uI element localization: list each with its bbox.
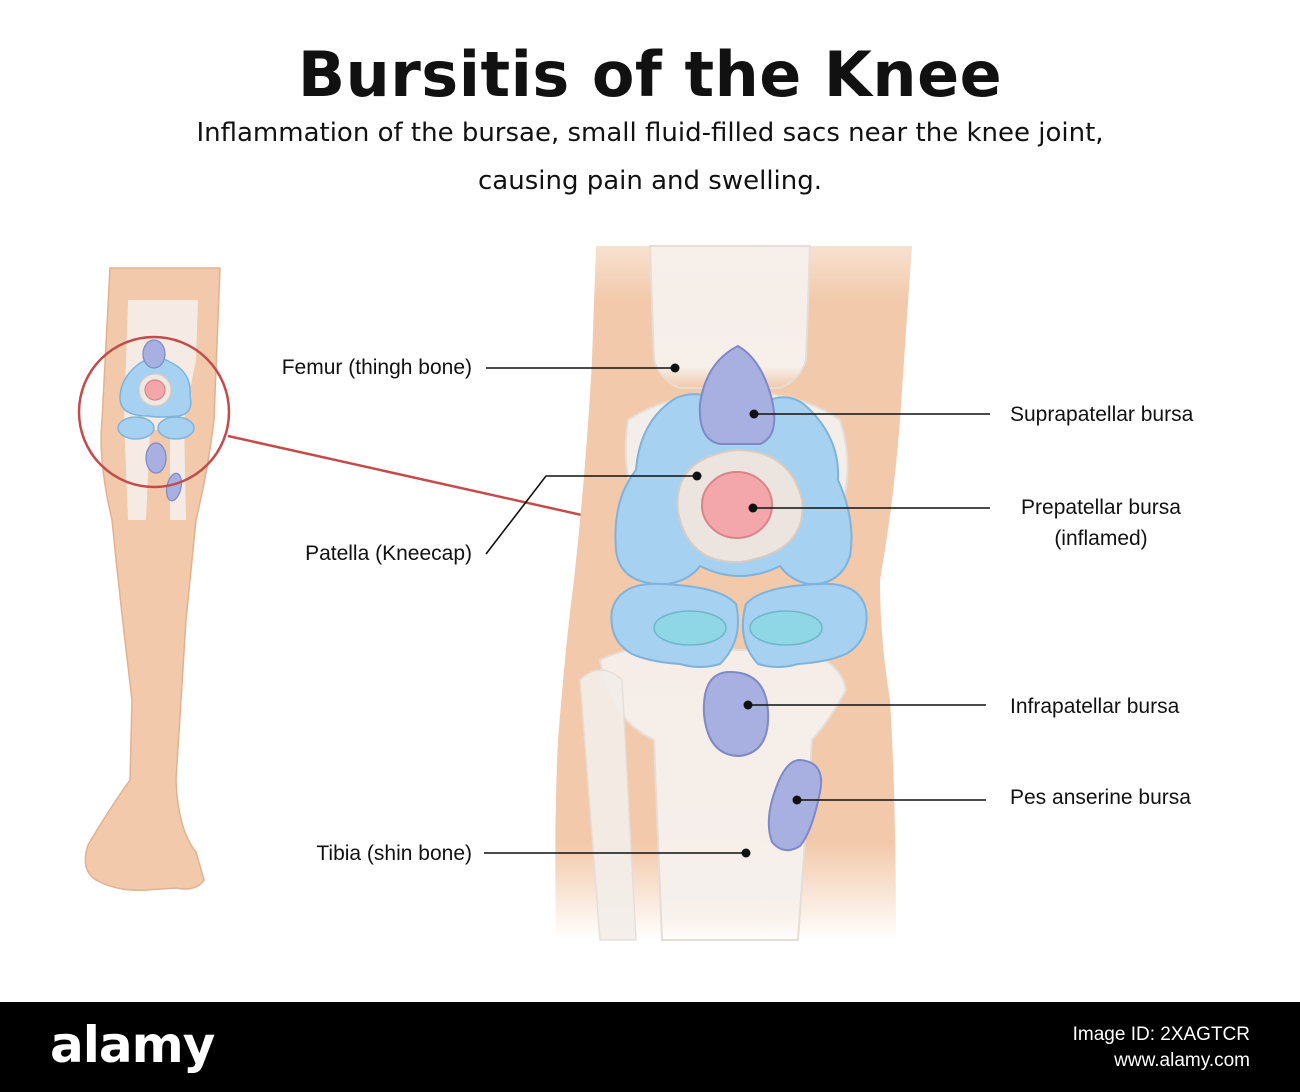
label-infrapatellar: Infrapatellar bursa — [743, 695, 1180, 718]
large-knee-illustration — [555, 245, 912, 941]
label-femur: Femur (thingh bone) — [282, 356, 680, 379]
image-id: Image ID: 2XAGTCR — [1072, 1024, 1250, 1045]
site-url: www.alamy.com — [1114, 1050, 1250, 1071]
label-prepatellar-status: (inflamed) — [1054, 527, 1147, 550]
label-patella: Patella (Kneecap) — [305, 471, 702, 565]
page-title: Bursitis of the Knee — [297, 38, 1003, 111]
infrapatellar-bursa — [702, 670, 770, 758]
dot-patella — [692, 471, 702, 481]
dot-suprapatellar — [749, 409, 759, 419]
label-suprapatellar-text: Suprapatellar bursa — [1010, 403, 1194, 426]
dot-infrapatellar — [743, 700, 753, 710]
suprapatellar-bursa — [698, 344, 776, 445]
label-patella-text: Patella (Kneecap) — [305, 542, 472, 565]
callout-circle — [77, 335, 231, 489]
brand-logo: alamy — [50, 1016, 215, 1074]
fibula — [579, 669, 637, 941]
label-femur-text: Femur (thingh bone) — [282, 356, 472, 379]
small-suprapatellar-bursa — [142, 339, 166, 369]
pes-anserine-bursa — [767, 758, 822, 852]
subtitle-line-2: causing pain and swelling. — [477, 166, 823, 196]
label-tibia-text: Tibia (shin bone) — [316, 842, 472, 865]
dot-tibia — [741, 848, 751, 858]
meniscus-medial-inner — [749, 610, 823, 646]
small-leg-illustration — [84, 267, 221, 892]
label-pes-anserine-text: Pes anserine bursa — [1010, 786, 1191, 809]
small-infrapatellar-bursa — [145, 442, 167, 474]
label-prepatellar: Prepatellar bursa (inflamed) — [748, 496, 1181, 550]
small-prepatellar-bursa — [144, 379, 166, 401]
knee-diagram: Femur (thingh bone) Patella (Kneecap) Ti… — [77, 245, 1194, 941]
dot-pes-anserine — [792, 795, 802, 805]
dot-prepatellar — [748, 503, 758, 513]
prepatellar-bursa-inflamed — [701, 471, 773, 539]
label-tibia: Tibia (shin bone) — [316, 842, 751, 865]
subtitle-line-1: Inflammation of the bursae, small fluid-… — [196, 118, 1104, 148]
small-meniscus-right — [157, 416, 195, 440]
meniscus-lateral-inner — [653, 610, 727, 646]
dot-femur — [670, 363, 680, 373]
small-meniscus-left — [117, 416, 155, 440]
label-infrapatellar-text: Infrapatellar bursa — [1010, 695, 1180, 718]
watermark-footer: alamy Image ID: 2XAGTCR www.alamy.com — [0, 1002, 1300, 1092]
femur-shaft — [648, 245, 812, 389]
label-suprapatellar: Suprapatellar bursa — [749, 403, 1194, 426]
label-prepatellar-text: Prepatellar bursa — [1021, 496, 1181, 519]
label-pes-anserine: Pes anserine bursa — [792, 786, 1191, 809]
stock-image-info: Image ID: 2XAGTCR www.alamy.com — [1073, 1022, 1250, 1074]
callout-connector — [227, 434, 641, 530]
leader-patella — [485, 475, 697, 555]
